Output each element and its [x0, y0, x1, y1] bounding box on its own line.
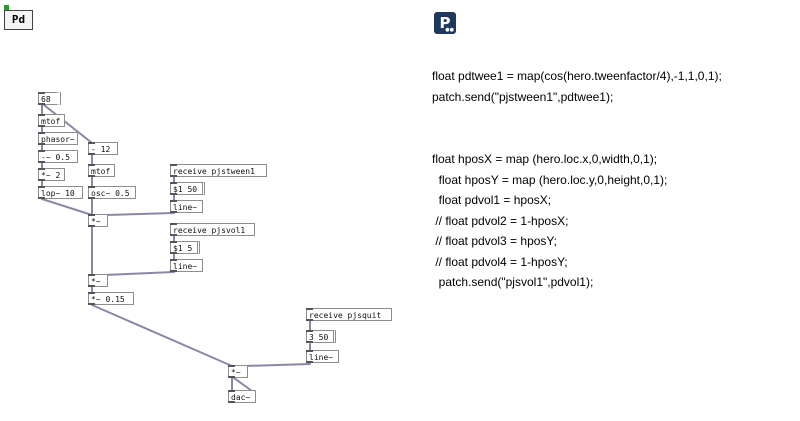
code-line: patch.send("pjstween1",pdtwee1); — [432, 89, 614, 104]
object-multiply-2[interactable]: *~ — [88, 274, 108, 287]
processing-logo: P●● — [434, 12, 456, 34]
object-phasor[interactable]: phasor~ — [38, 132, 78, 145]
object-receive-pjstween1[interactable]: receive pjstween1 — [170, 164, 267, 177]
object-line-1[interactable]: line~ — [170, 200, 203, 213]
object-line-2[interactable]: line~ — [170, 259, 203, 272]
object-dac[interactable]: dac~ — [228, 390, 256, 403]
code-line: // float pdvol2 = 1-hposX; — [432, 213, 569, 228]
cord-line3-mul3 — [243, 363, 311, 367]
processing-logo-mark: ●● — [445, 27, 454, 33]
message-quit-50[interactable]: 3 50 — [306, 330, 336, 343]
message-vol-5[interactable]: $1 5 — [170, 241, 200, 254]
object-receive-pjsquit[interactable]: receive pjsquit — [306, 308, 392, 321]
object-lop[interactable]: lop~ 10 — [38, 186, 83, 199]
cord-lop-mul1 — [41, 198, 93, 216]
cord-line1-mul1 — [105, 212, 175, 216]
code-line: float hposX = map (hero.loc.x,0,width,0,… — [432, 152, 658, 166]
object-mtof[interactable]: mtof — [38, 114, 65, 127]
code-line: float hposY = map (hero.loc.y,0,height,0… — [432, 172, 668, 187]
object-receive-pjsvol1[interactable]: receive pjsvol1 — [170, 223, 255, 236]
object-multiply-1[interactable]: *~ — [88, 214, 108, 227]
code-line: // float pdvol3 = hposY; — [432, 234, 557, 248]
code-line: // float pdvol4 = 1-hposY; — [432, 254, 568, 269]
object-minus-05[interactable]: -~ 0.5 — [38, 150, 78, 163]
object-multiply-015[interactable]: *~ 0.15 — [88, 292, 134, 305]
pd-logo: Pd — [4, 10, 33, 30]
object-line-3[interactable]: line~ — [306, 350, 339, 363]
object-times-2[interactable]: *~ 2 — [38, 168, 65, 181]
code-line: patch.send("pjsvol1",pdvol1); — [432, 275, 594, 289]
code-spacer — [432, 107, 792, 149]
cord-mul3-dac-right — [233, 377, 253, 392]
object-multiply-3[interactable]: *~ — [228, 365, 248, 378]
message-tween-50[interactable]: $1 50 — [170, 182, 205, 195]
object-mtof-2[interactable]: mtof — [88, 164, 115, 177]
processing-logo-letter: P — [439, 14, 451, 32]
cord-68-minus12 — [43, 104, 93, 144]
object-minus-12[interactable]: - 12 — [88, 142, 118, 155]
code-line: float pdtwee1 = map(cos(hero.tweenfactor… — [432, 69, 722, 83]
pd-logo-indicator — [4, 5, 9, 10]
cord-line2-mul2 — [103, 271, 175, 276]
processing-code: float pdtwee1 = map(cos(hero.tweenfactor… — [432, 66, 792, 293]
code-line: float pdvol1 = hposX; — [432, 193, 552, 207]
number-box-68[interactable]: 68 — [38, 92, 60, 105]
cord-mul015-mul3 — [91, 304, 233, 367]
object-osc[interactable]: osc~ 0.5 — [88, 186, 136, 199]
